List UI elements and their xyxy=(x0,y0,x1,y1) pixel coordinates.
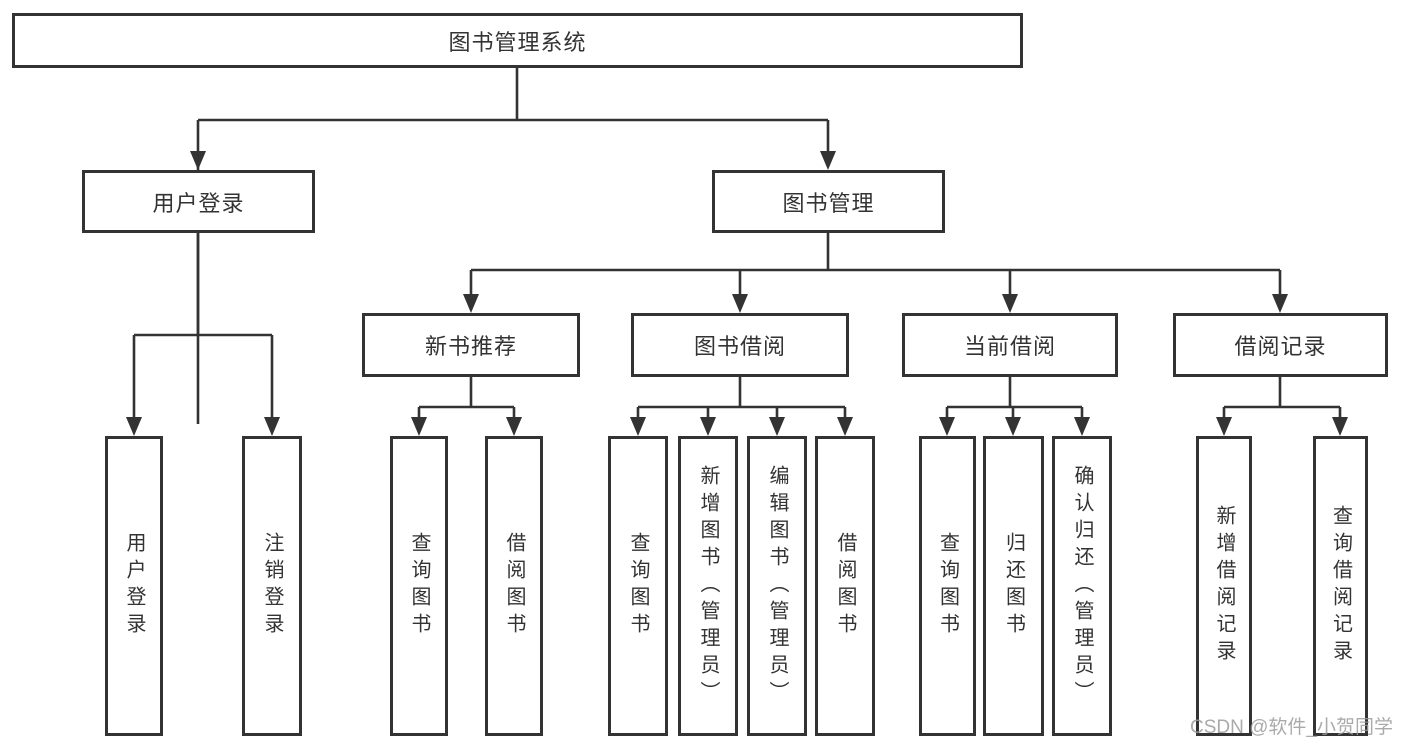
node-library-system: 图书管理系统 xyxy=(12,13,1023,68)
node-borrowing-records-label: 借阅记录 xyxy=(1234,334,1327,359)
leaf-borrowing-add-books-admin-label: 新增图书（管理员） xyxy=(697,464,719,708)
leaf-borrowing-borrow-books: 借阅图书 xyxy=(815,436,875,736)
node-current-borrowing: 当前借阅 xyxy=(902,313,1118,377)
leaf-recommend-query-books-label: 查询图书 xyxy=(408,532,430,640)
node-book-borrowing: 图书借阅 xyxy=(631,313,849,377)
leaf-borrowing-edit-books-admin: 编辑图书（管理员） xyxy=(747,436,807,736)
leaf-current-query-books: 查询图书 xyxy=(919,436,976,736)
connector-root-to-level2 xyxy=(190,68,836,424)
connector-recommend-to-leaves xyxy=(411,377,522,436)
leaf-current-return-books-label: 归还图书 xyxy=(1002,532,1025,640)
csdn-watermark: CSDN @软件_小贺同学 xyxy=(1190,717,1393,738)
connector-current-to-leaves xyxy=(939,377,1090,436)
leaf-borrowing-add-books-admin: 新增图书（管理员） xyxy=(678,436,738,736)
node-user-login: 用户登录 xyxy=(82,170,315,233)
node-library-system-label: 图书管理系统 xyxy=(448,29,587,55)
node-book-management-label: 图书管理 xyxy=(782,190,875,216)
leaf-user-login-label: 用户登录 xyxy=(123,532,145,640)
node-user-login-label: 用户登录 xyxy=(152,190,245,216)
node-new-book-recommend: 新书推荐 xyxy=(362,313,580,377)
leaf-user-login: 用户登录 xyxy=(105,436,163,736)
node-book-management: 图书管理 xyxy=(712,170,945,233)
leaf-recommend-borrow-books: 借阅图书 xyxy=(485,436,543,736)
leaf-recommend-borrow-books-label: 借阅图书 xyxy=(503,532,525,640)
connector-book-mgmt-to-level3 xyxy=(463,233,1288,313)
connector-user-login-to-leaves xyxy=(126,233,280,436)
leaf-current-query-books-label: 查询图书 xyxy=(936,532,959,640)
leaf-logout: 注销登录 xyxy=(242,436,302,736)
leaf-records-add-record-label: 新增借阅记录 xyxy=(1213,505,1235,667)
node-book-borrowing-label: 图书借阅 xyxy=(693,334,786,359)
leaf-current-return-books: 归还图书 xyxy=(983,436,1044,736)
node-current-borrowing-label: 当前借阅 xyxy=(963,334,1056,359)
leaf-borrowing-query-books-label: 查询图书 xyxy=(627,532,649,640)
leaf-logout-label: 注销登录 xyxy=(261,532,283,640)
leaf-records-query-record: 查询借阅记录 xyxy=(1313,436,1368,736)
leaf-records-add-record: 新增借阅记录 xyxy=(1196,436,1252,736)
node-borrowing-records: 借阅记录 xyxy=(1173,313,1388,377)
leaf-borrowing-edit-books-admin-label: 编辑图书（管理员） xyxy=(766,464,788,708)
connector-borrowing-to-leaves xyxy=(630,377,853,436)
connector-records-to-leaves xyxy=(1216,377,1348,436)
leaf-recommend-query-books: 查询图书 xyxy=(390,436,448,736)
leaf-current-confirm-return-admin-label: 确认归还（管理员） xyxy=(1071,464,1093,708)
leaf-current-confirm-return-admin: 确认归还（管理员） xyxy=(1052,436,1112,736)
leaf-records-query-record-label: 查询借阅记录 xyxy=(1329,505,1352,667)
leaf-borrowing-query-books: 查询图书 xyxy=(608,436,668,736)
leaf-borrowing-borrow-books-label: 借阅图书 xyxy=(834,532,856,640)
node-new-book-recommend-label: 新书推荐 xyxy=(424,334,517,359)
